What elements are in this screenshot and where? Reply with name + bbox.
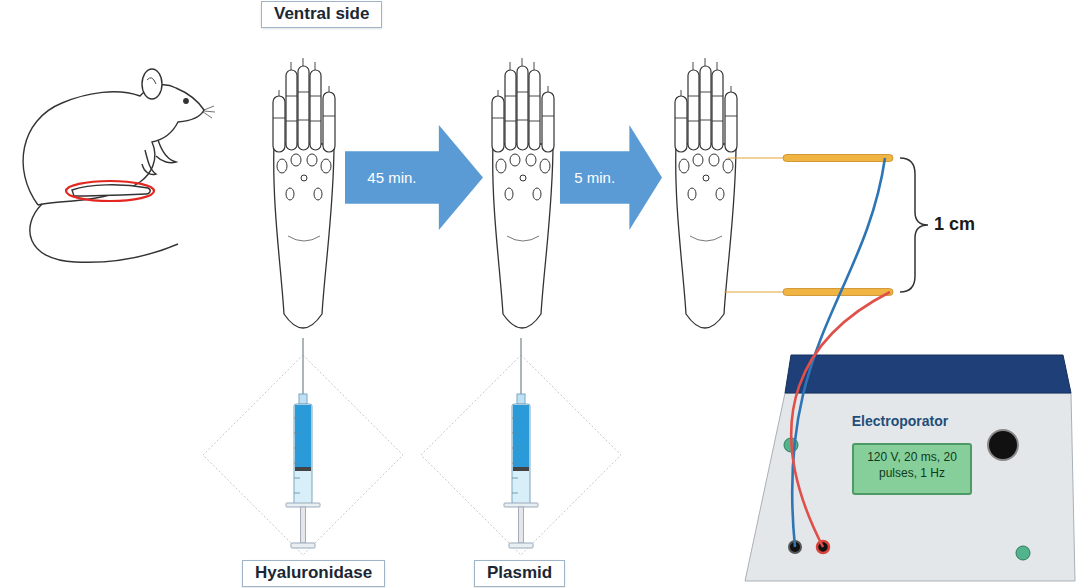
heading-box: Ventral side: [261, 1, 382, 28]
dimension-label: 1 cm: [934, 214, 975, 235]
label-text: 120 V, 20 ms, 20 pulses, 1 Hz: [858, 450, 966, 481]
syringe: [286, 338, 320, 548]
paw-drawing: [675, 58, 737, 328]
time-arrow: 5 min.: [560, 125, 662, 230]
reagent-box: Hyaluronidase: [242, 560, 385, 587]
label-text: Ventral side: [274, 4, 369, 24]
electroporator-device: Electroporator 120 V, 20 ms, 20 pulses, 1…: [745, 355, 1075, 583]
highlight-ellipse: [66, 181, 154, 201]
syringe-frame: [203, 355, 621, 555]
reagent-box: Plasmid: [474, 560, 565, 587]
mouse-figure: [23, 69, 215, 262]
device-title: Electroporator: [825, 413, 975, 429]
duration-text: 5 min.: [560, 169, 629, 186]
label-text: Plasmid: [487, 563, 552, 583]
dimension-bracket: [900, 158, 928, 292]
time-arrow: 45 min.: [345, 125, 483, 230]
device-screen: 120 V, 20 ms, 20 pulses, 1 Hz: [852, 443, 972, 495]
paw-drawing: [273, 58, 335, 328]
syringe: [504, 338, 538, 548]
label-text: Hyaluronidase: [255, 563, 372, 583]
paw-drawing: [492, 58, 554, 328]
duration-text: 45 min.: [345, 169, 439, 186]
